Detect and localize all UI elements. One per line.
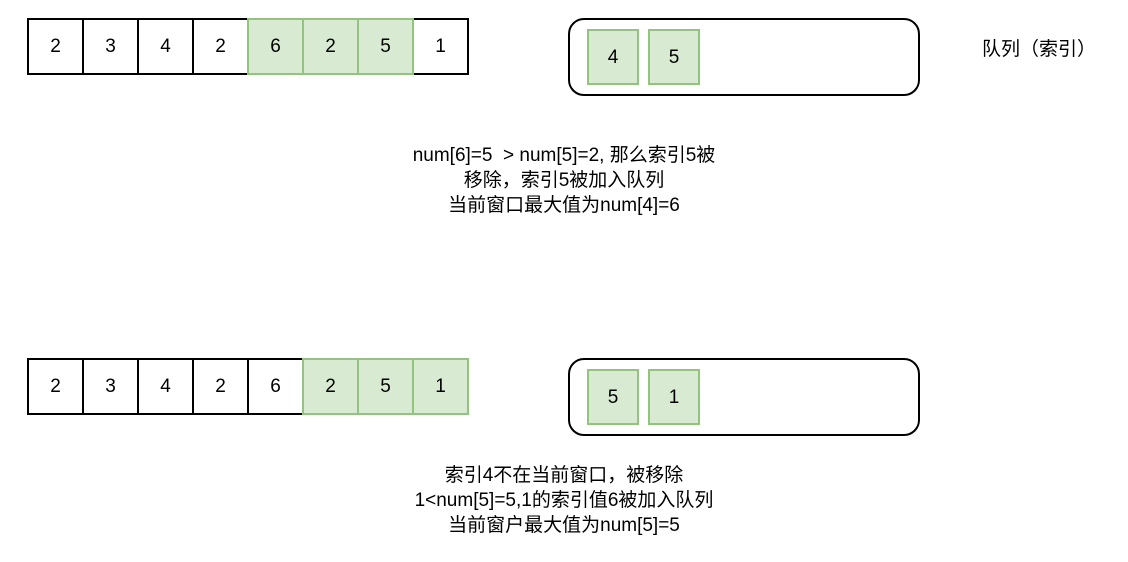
array-cell: 2: [192, 18, 249, 75]
array-cell: 4: [137, 358, 194, 415]
array-step-1: 2 3 4 2 6 2 5 1: [27, 18, 469, 75]
array-cell-highlighted: 1: [412, 358, 469, 415]
step-1-row: 2 3 4 2 6 2 5 1 4 5 队列（索引）: [0, 18, 1128, 98]
array-step-2: 2 3 4 2 6 2 5 1: [27, 358, 469, 415]
array-cell: 6: [247, 358, 304, 415]
queue-step-1: 4 5: [568, 18, 920, 96]
queue-cell: 1: [648, 369, 700, 425]
queue-label: 队列（索引）: [982, 39, 1097, 60]
array-cell: 2: [27, 358, 84, 415]
caption-step-1: num[6]=5 > num[5]=2, 那么索引5被 移除，索引5被加入队列 …: [0, 143, 1128, 218]
array-cell-highlighted: 5: [357, 358, 414, 415]
array-cell: 3: [82, 358, 139, 415]
queue-cell: 4: [587, 29, 639, 85]
queue-step-2: 5 1: [568, 358, 920, 436]
caption-line: 移除，索引5被加入队列: [463, 170, 665, 191]
queue-cell: 5: [587, 369, 639, 425]
array-cell: 2: [192, 358, 249, 415]
array-cell-highlighted: 6: [247, 18, 304, 75]
caption-line: 当前窗口最大值为num[4]=6: [448, 195, 680, 216]
queue-cell: 5: [648, 29, 700, 85]
array-cell-highlighted: 5: [357, 18, 414, 75]
caption-step-2: 索引4不在当前窗口，被移除 1<num[5]=5,1的索引值6被加入队列 当前窗…: [0, 463, 1128, 538]
array-cell-highlighted: 2: [302, 358, 359, 415]
array-cell: 2: [27, 18, 84, 75]
step-2-row: 2 3 4 2 6 2 5 1 5 1: [0, 358, 1128, 438]
caption-line: 1<num[5]=5,1的索引值6被加入队列: [414, 490, 714, 511]
array-cell: 1: [412, 18, 469, 75]
caption-line: 当前窗户最大值为num[5]=5: [448, 515, 680, 536]
caption-line: 索引4不在当前窗口，被移除: [444, 465, 684, 486]
array-cell-highlighted: 2: [302, 18, 359, 75]
caption-line: num[6]=5 > num[5]=2, 那么索引5被: [412, 145, 716, 166]
array-cell: 4: [137, 18, 194, 75]
array-cell: 3: [82, 18, 139, 75]
